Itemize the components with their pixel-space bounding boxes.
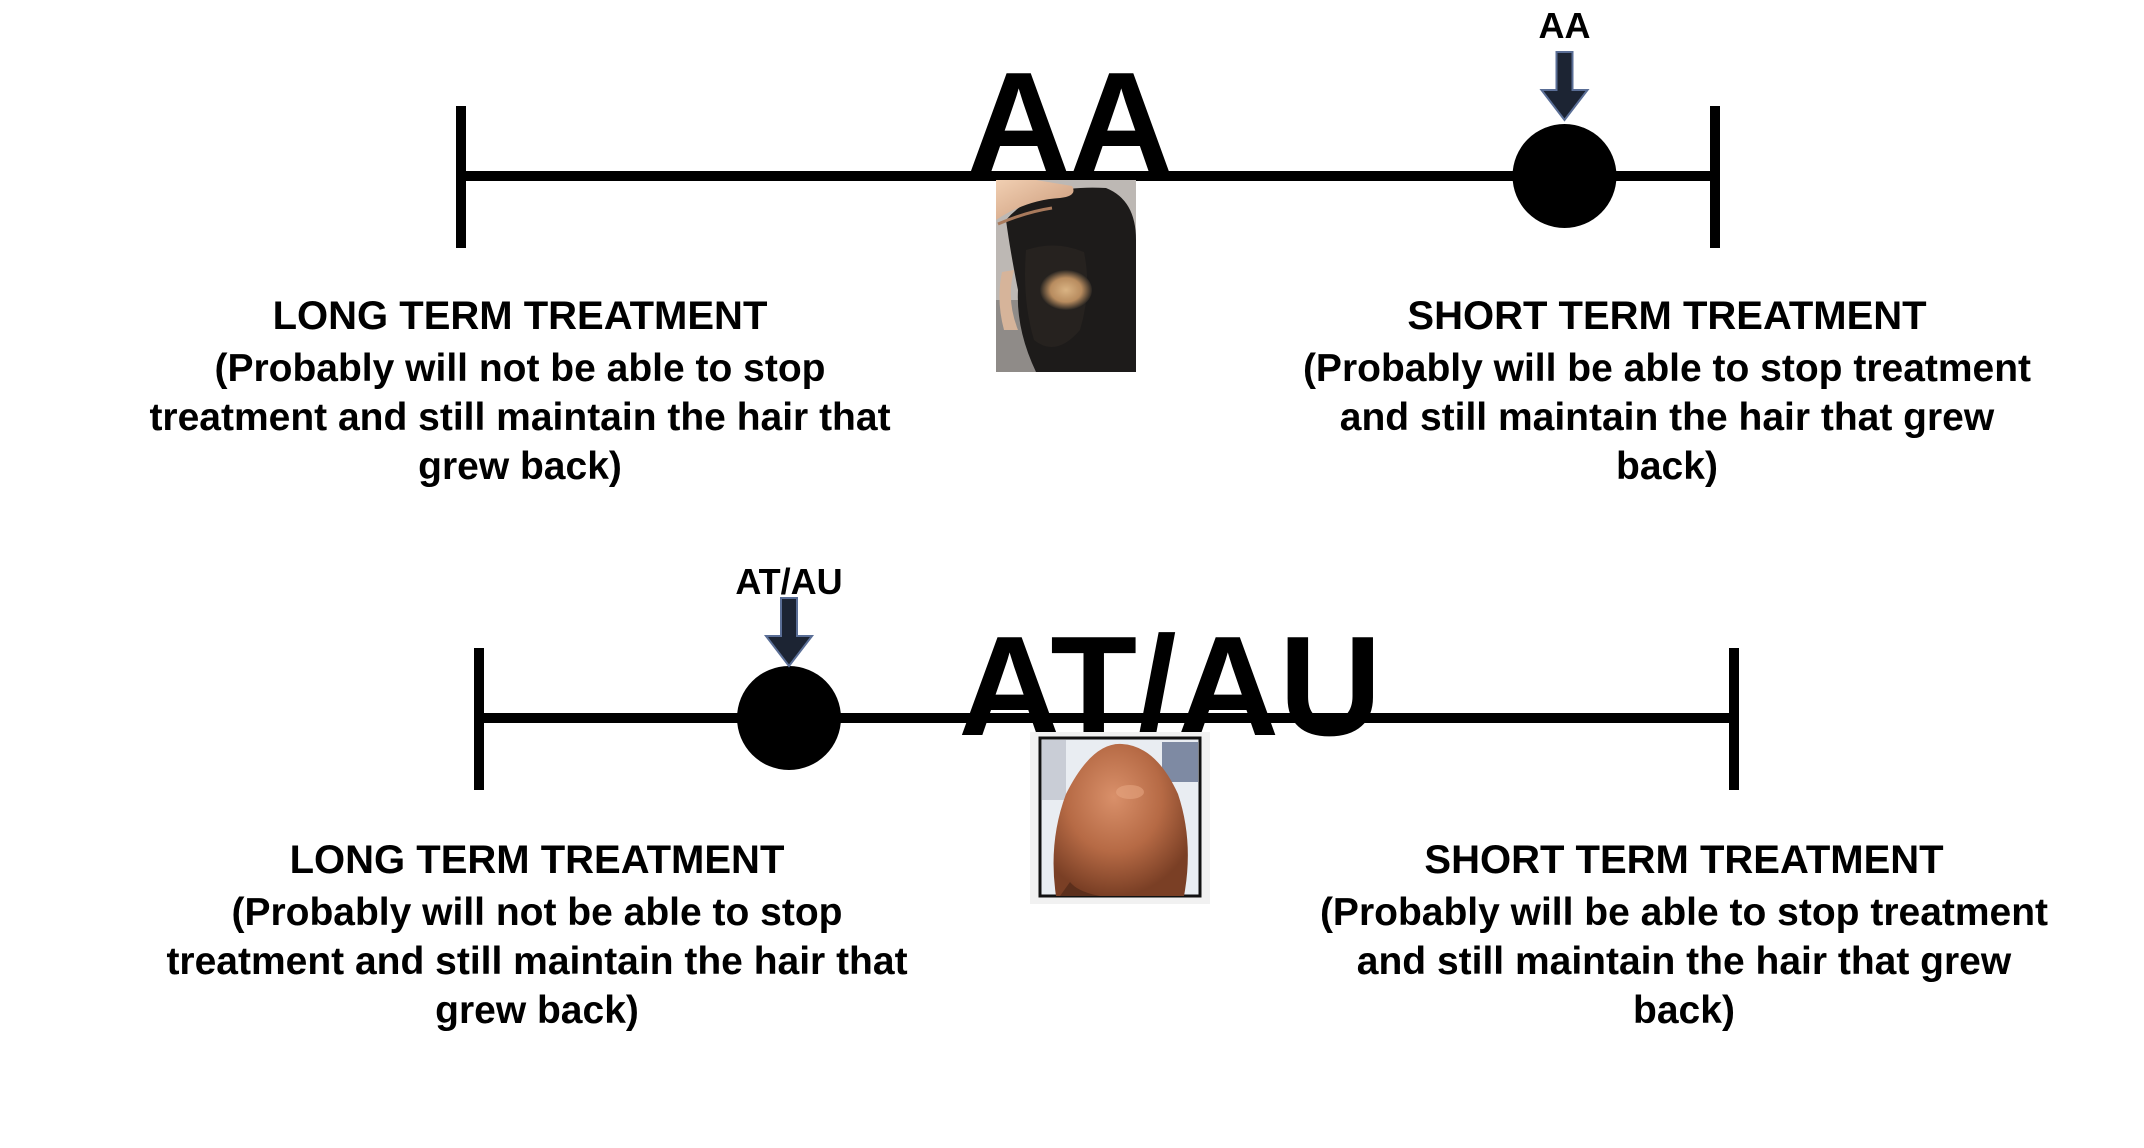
aa-right-caption: SHORT TERM TREATMENT (Probably will be a…	[1287, 292, 2047, 491]
atau-right-caption-heading: SHORT TERM TREATMENT	[1424, 838, 1944, 882]
aa-marker-label: AA	[1538, 5, 1591, 46]
atau-marker-label: AT/AU	[735, 561, 843, 602]
aa-right-caption-body: (Probably will be able to stop treatment…	[1302, 347, 2032, 488]
atau-panel: AT/AU AT/AU LONG TERM TREATMENT (Probabl…	[0, 560, 2144, 1148]
aa-title: AA	[967, 43, 1173, 202]
atau-spectrum	[474, 597, 1739, 790]
aa-marker-dot	[1512, 124, 1617, 228]
atau-left-caption: LONG TERM TREATMENT (Probably will not b…	[157, 836, 917, 1035]
atau-right-caption: SHORT TERM TREATMENT (Probably will be a…	[1304, 836, 2064, 1035]
patchy-hair-loss-photo	[996, 180, 1136, 372]
atau-left-caption-heading: LONG TERM TREATMENT	[289, 838, 785, 882]
atau-right-caption-body: (Probably will be able to stop treatment…	[1319, 891, 2049, 1032]
aa-left-caption: LONG TERM TREATMENT (Probably will not b…	[140, 292, 900, 491]
aa-panel: AA AA LONG	[0, 0, 2144, 560]
atau-left-caption-body: (Probably will not be able to stop treat…	[166, 891, 908, 1032]
aa-right-caption-heading: SHORT TERM TREATMENT	[1407, 294, 1927, 338]
aa-left-caption-heading: LONG TERM TREATMENT	[272, 294, 768, 338]
aa-left-caption-body: (Probably will not be able to stop treat…	[149, 347, 891, 488]
aa-down-arrow-icon	[1539, 51, 1590, 122]
bald-head-photo	[1030, 732, 1210, 904]
aa-spectrum	[456, 51, 1720, 248]
atau-down-arrow-icon	[763, 597, 815, 668]
atau-marker-dot	[737, 666, 841, 770]
